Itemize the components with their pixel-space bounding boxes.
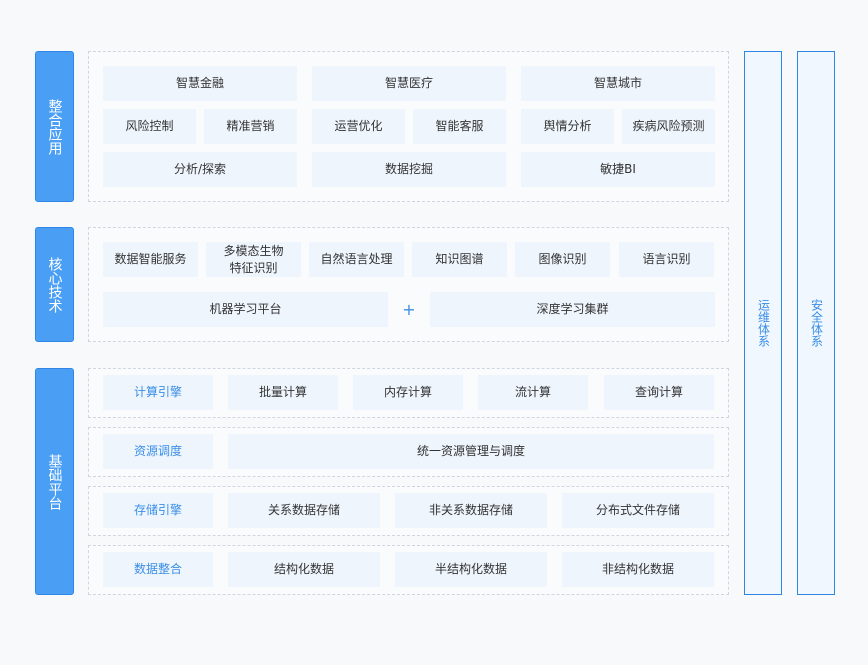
schedule-label: 资源调度 [103,434,213,469]
integration-cell: 运营优化 [312,109,405,144]
core-cell: 自然语言处理 [309,242,404,277]
storage-cell: 非关系数据存储 [395,493,547,528]
ops-column: 运维体系 [744,51,782,595]
core-cell: 多模态生物特征识别 [206,242,301,277]
data-cell: 结构化数据 [228,552,380,587]
integration-cell: 风险控制 [103,109,196,144]
data-label: 数据整合 [103,552,213,587]
ml-platform-cell: 机器学习平台 [103,292,388,327]
integration-cell: 分析/探索 [103,152,297,187]
integration-cell: 智慧城市 [521,66,715,101]
data-cell: 非结构化数据 [562,552,714,587]
core-cell: 语言识别 [619,242,714,277]
security-column: 安全体系 [797,51,835,595]
integration-cell: 疾病风险预测 [622,109,715,144]
dl-cluster-cell: 深度学习集群 [430,292,715,327]
storage-cell: 关系数据存储 [228,493,380,528]
compute-cell: 查询计算 [604,375,714,410]
label-integration: 整合应用 [35,51,74,202]
core-cell: 图像识别 [515,242,610,277]
compute-cell: 内存计算 [353,375,463,410]
data-cell: 半结构化数据 [395,552,547,587]
schedule-cell: 统一资源管理与调度 [228,434,714,469]
plus-sign: + [402,300,416,319]
label-core: 核心技术 [35,227,74,342]
label-foundation: 基础平台 [35,368,74,595]
core-cell: 数据智能服务 [103,242,198,277]
integration-cell: 舆情分析 [521,109,614,144]
integration-cell: 智慧金融 [103,66,297,101]
storage-cell: 分布式文件存储 [562,493,714,528]
compute-cell: 批量计算 [228,375,338,410]
integration-cell: 智慧医疗 [312,66,506,101]
storage-label: 存储引擎 [103,493,213,528]
integration-cell: 数据挖掘 [312,152,506,187]
integration-cell: 精准营销 [204,109,297,144]
integration-cell: 智能客服 [413,109,506,144]
core-cell: 知识图谱 [412,242,507,277]
compute-cell: 流计算 [478,375,588,410]
compute-label: 计算引擎 [103,375,213,410]
integration-cell: 敏捷BI [521,152,715,187]
